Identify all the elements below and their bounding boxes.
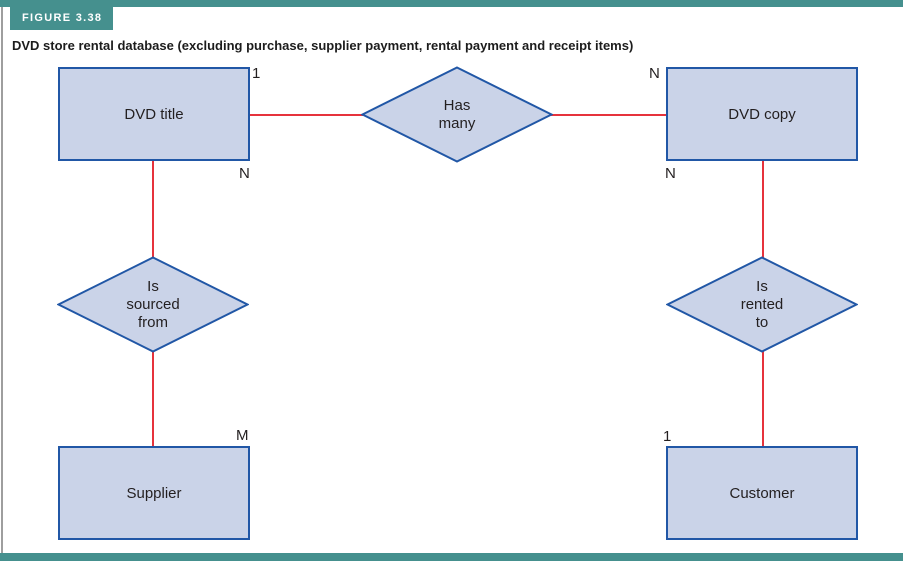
relationship-text-line: sourced [126,295,180,313]
diamond-shape [361,66,553,163]
figure-tag-label: FIGURE 3.38 [22,12,103,24]
connector-issourcedfrom-supplier [152,351,154,447]
entity-dvd-title-label: DVD title [124,105,184,123]
cardinality-dvd-title-1: 1 [252,65,261,82]
connector-hasmany-dvdcopy [551,114,667,116]
left-rule [1,7,3,553]
entity-dvd-title: DVD title [58,67,250,161]
cardinality-dvd-copy-n-top: N [649,65,660,82]
entity-supplier-label: Supplier [126,484,182,502]
cardinality-dvd-title-n-bottom: N [239,165,250,182]
relationship-text-line: rented [740,295,784,313]
cardinality-dvd-copy-n-bottom: N [665,165,676,182]
relationship-has-many: Has many [361,66,553,163]
bottom-accent-bar [0,553,903,561]
relationship-has-many-label: Has many [361,66,553,163]
relationship-text-line: Is [756,277,768,295]
relationship-text-line: from [138,313,168,331]
connector-dvdtitle-issourcedfrom [152,160,154,259]
figure-tag: FIGURE 3.38 [10,7,114,30]
relationship-is-sourced-from-label: Is sourced from [57,256,249,353]
connector-dvdtitle-hasmany [249,114,363,116]
entity-dvd-copy-label: DVD copy [728,105,796,123]
relationship-text-line: Has [443,96,471,114]
cardinality-supplier-m: M [236,427,249,444]
relationship-is-sourced-from: Is sourced from [57,256,249,353]
entity-customer-label: Customer [729,484,795,502]
diamond-shape [57,256,249,353]
top-accent-bar [0,0,903,7]
diamond-shape [666,256,858,353]
figure-caption: DVD store rental database (excluding pur… [12,38,634,53]
relationship-is-rented-to: Is rented to [666,256,858,353]
cardinality-customer-1: 1 [663,428,672,445]
relationship-text-line: many [438,114,476,132]
relationship-text-line: Is [147,277,159,295]
connector-dvdcopy-isrentedto [762,160,764,259]
entity-supplier: Supplier [58,446,250,540]
connector-isrentedto-customer [762,351,764,447]
entity-customer: Customer [666,446,858,540]
relationship-is-rented-to-label: Is rented to [666,256,858,353]
relationship-text-line: to [755,313,769,331]
entity-dvd-copy: DVD copy [666,67,858,161]
